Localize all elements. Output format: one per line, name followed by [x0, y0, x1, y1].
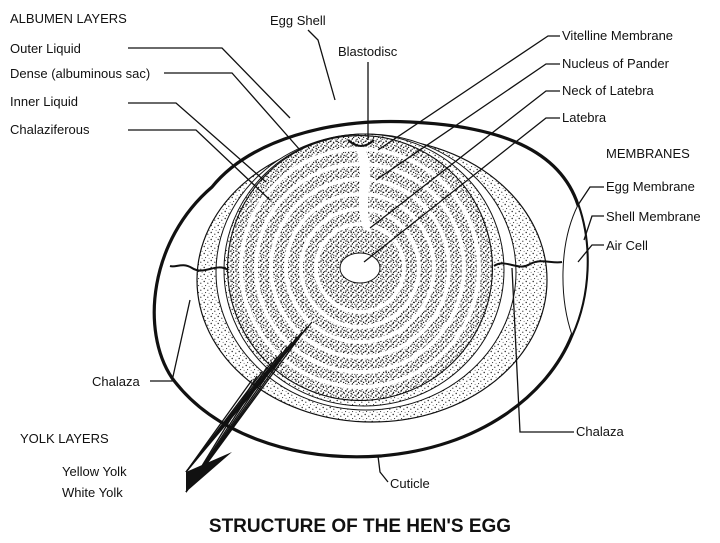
label-blastodisc: Blastodisc [338, 44, 398, 59]
label-white-yolk: White Yolk [62, 485, 123, 500]
label-egg-membrane: Egg Membrane [606, 179, 695, 194]
label-latebra: Latebra [562, 110, 607, 125]
label-neck-of-latebra: Neck of Latebra [562, 83, 655, 98]
membranes-heading: MEMBRANES [606, 146, 690, 161]
label-outer-liquid: Outer Liquid [10, 41, 81, 56]
label-chalaziferous: Chalaziferous [10, 122, 90, 137]
label-chalaza-left: Chalaza [92, 374, 140, 389]
label-nucleus-of-pander: Nucleus of Pander [562, 56, 670, 71]
label-shell-membrane: Shell Membrane [606, 209, 701, 224]
egg-body [154, 122, 587, 457]
latebra [340, 253, 380, 283]
diagram-title: STRUCTURE OF THE HEN'S EGG [209, 516, 511, 537]
label-yellow-yolk: Yellow Yolk [62, 464, 127, 479]
label-dense-albumen: Dense (albuminous sac) [10, 66, 150, 81]
label-vitelline-membrane: Vitelline Membrane [562, 28, 673, 43]
label-air-cell: Air Cell [606, 238, 648, 253]
label-inner-liquid: Inner Liquid [10, 94, 78, 109]
yolk [227, 135, 493, 401]
label-egg-shell: Egg Shell [270, 13, 326, 28]
albumen-layers-heading: ALBUMEN LAYERS [10, 11, 127, 26]
air-cell-region [563, 205, 587, 335]
yolk-layers-heading: YOLK LAYERS [20, 431, 109, 446]
label-chalaza-right: Chalaza [576, 424, 624, 439]
label-cuticle: Cuticle [390, 476, 430, 491]
